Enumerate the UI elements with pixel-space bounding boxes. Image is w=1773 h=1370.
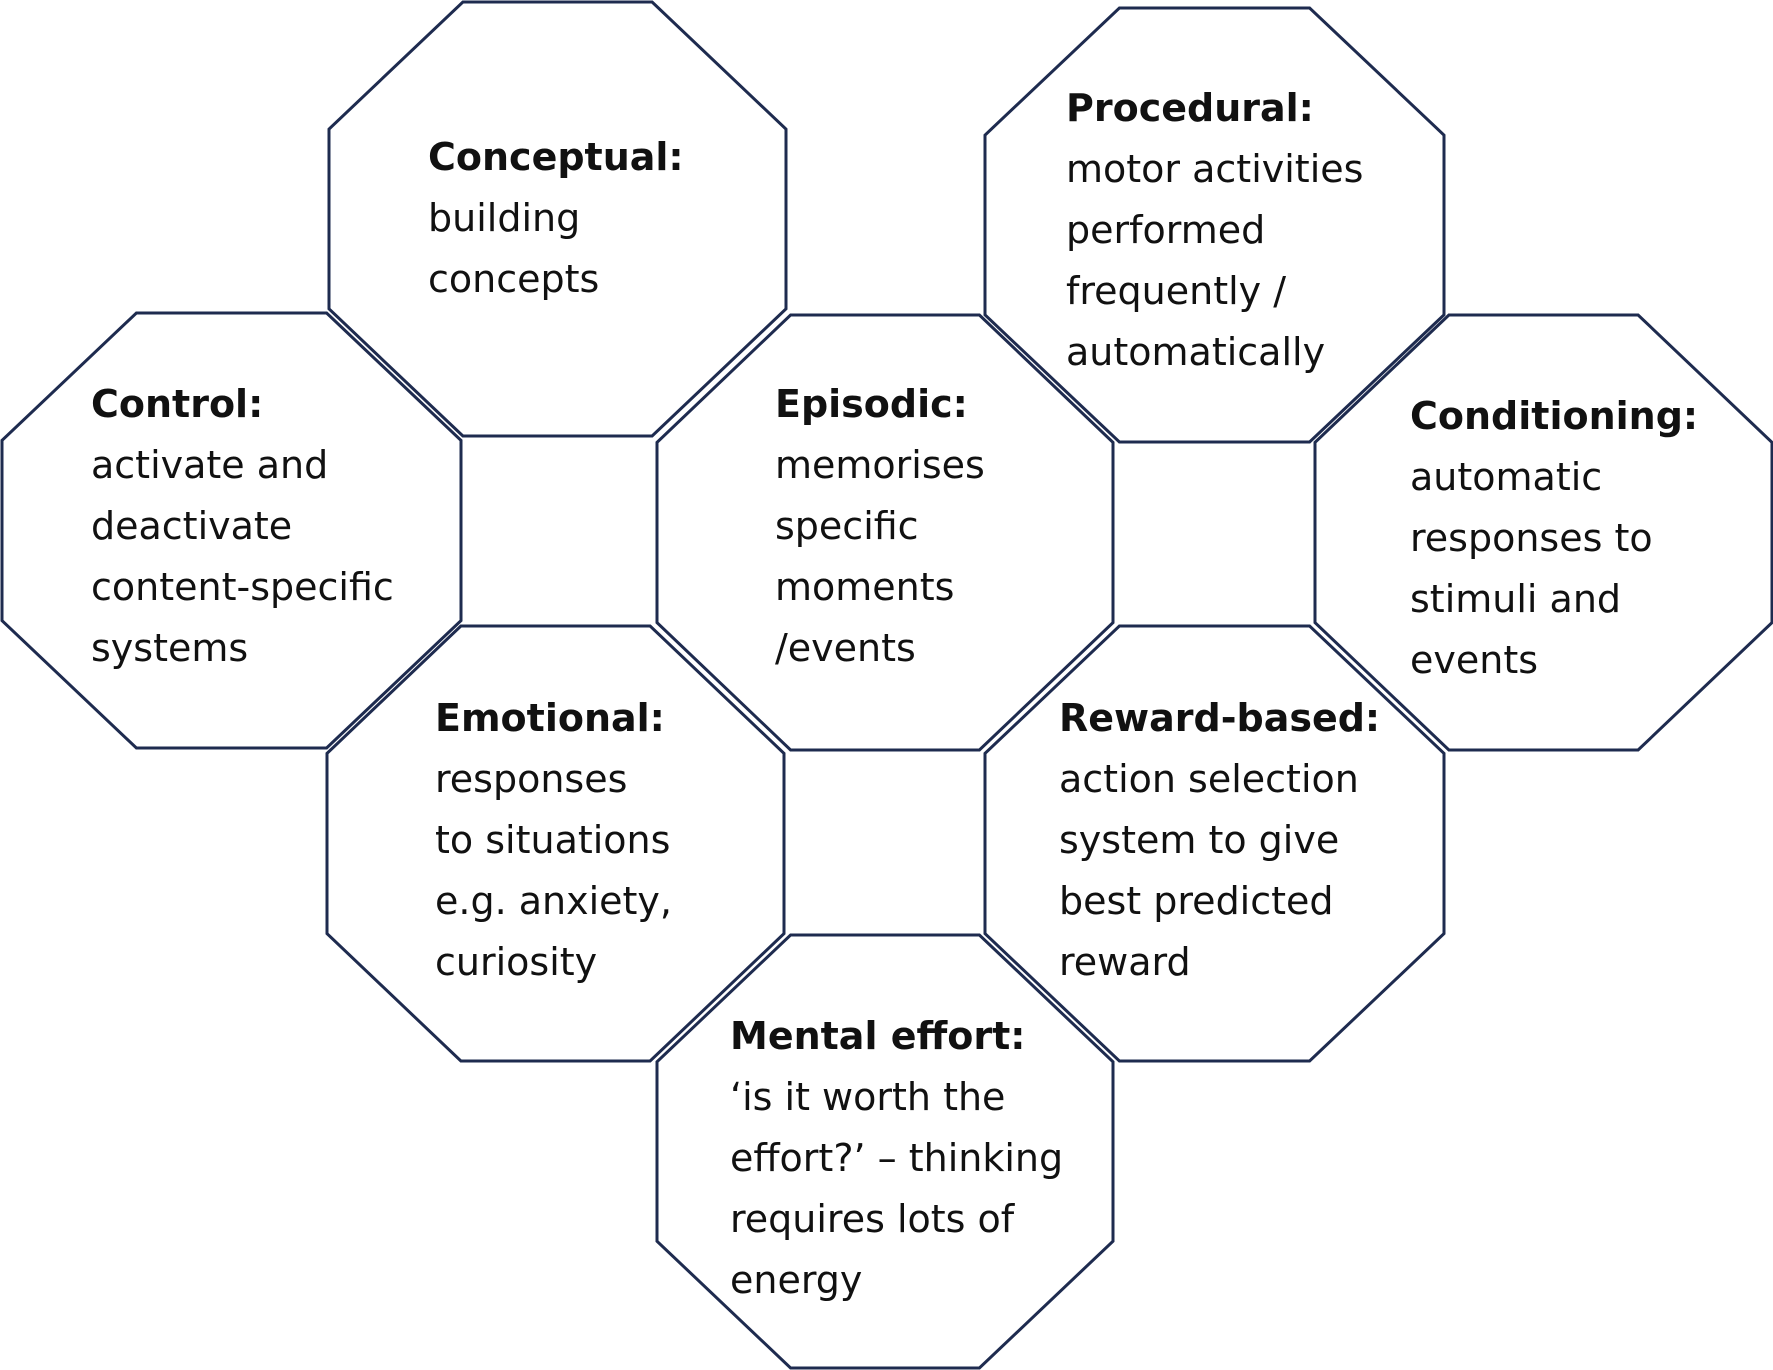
node-title: Emotional:: [435, 696, 665, 740]
node-description-line: motor activities: [1066, 147, 1364, 191]
node-mental-effort-text: Mental effort: ‘is it worth the effort?’ –…: [730, 1006, 1063, 1311]
octagon-conceptual: [327, 0, 788, 438]
node-description-line: moments: [775, 565, 955, 609]
node-description-line: building: [428, 196, 581, 240]
node-description-line: automatically: [1066, 330, 1326, 374]
node-description-line: concepts: [428, 257, 600, 301]
node-emotional-text: Emotional: responses to situations e.g. anx…: [435, 688, 672, 993]
octagon-mental-effort: [655, 933, 1115, 1370]
node-control-text: Control: activate and deactivate content-sp…: [91, 374, 394, 679]
node-description-line: responses: [435, 757, 628, 801]
node-description-line: content-specific: [91, 565, 394, 609]
octagon-reward-based: [983, 624, 1446, 1063]
node-description-line: responses to: [1410, 516, 1653, 560]
node-description-line: memorises: [775, 443, 985, 487]
octagon-procedural: [983, 6, 1446, 444]
node-description-line: energy: [730, 1258, 863, 1302]
node-description-line: specific: [775, 504, 919, 548]
node-description-line: curiosity: [435, 940, 598, 984]
node-conditioning-text: Conditioning: automatic responses to stimul…: [1410, 386, 1698, 691]
node-description-line: /events: [775, 626, 916, 670]
node-description-line: best predicted: [1059, 879, 1334, 923]
node-title: Episodic:: [775, 382, 968, 426]
octagon-emotional: [325, 624, 786, 1063]
node-title: Conditioning:: [1410, 394, 1699, 438]
node-description-line: system to give: [1059, 818, 1340, 862]
node-title: Reward-based:: [1059, 696, 1381, 740]
node-procedural-text: Procedural: motor activities performed freq…: [1066, 78, 1363, 383]
node-conceptual-text: Conceptual: building concepts: [428, 127, 684, 310]
node-description-line: action selection: [1059, 757, 1359, 801]
node-description-line: to situations: [435, 818, 671, 862]
node-reward-based-text: Reward-based: action selection system to g…: [1059, 688, 1380, 993]
node-description-line: reward: [1059, 940, 1191, 984]
octagon-control: [0, 311, 463, 750]
node-episodic-text: Episodic: memorises specific moments/events: [775, 374, 985, 679]
node-title: Procedural:: [1066, 86, 1314, 130]
node-description-line: automatic: [1410, 455, 1603, 499]
node-description-line: activate and: [91, 443, 329, 487]
node-description-line: events: [1410, 638, 1539, 682]
octagon-conditioning: [1313, 313, 1773, 752]
node-description-line: effort?’ – thinking: [730, 1136, 1064, 1180]
node-description-line: performed: [1066, 208, 1266, 252]
node-description-line: stimuli and: [1410, 577, 1622, 621]
node-description-line: systems: [91, 626, 249, 670]
node-title: Control:: [91, 382, 264, 426]
node-description-line: requires lots of: [730, 1197, 1015, 1241]
node-description-line: e.g. anxiety,: [435, 879, 672, 923]
node-description-line: frequently /: [1066, 269, 1287, 313]
octagon-episodic: [655, 313, 1115, 752]
node-title: Mental effort:: [730, 1014, 1026, 1058]
node-title: Conceptual:: [428, 135, 684, 179]
node-description-line: ‘is it worth the: [730, 1075, 1006, 1119]
node-description-line: deactivate: [91, 504, 293, 548]
